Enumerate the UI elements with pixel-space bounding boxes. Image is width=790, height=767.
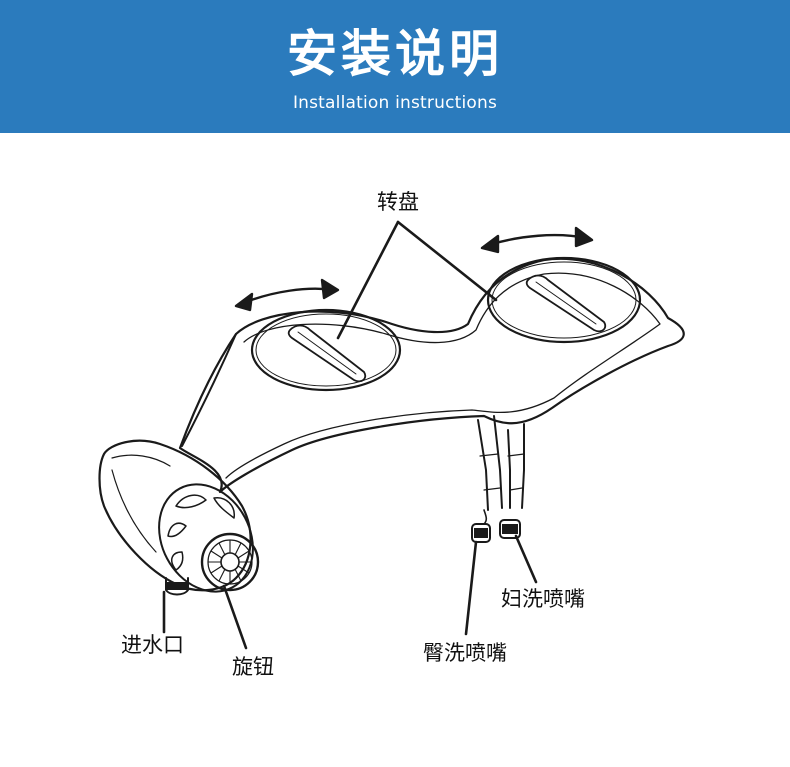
label-feminine-nozzle: 妇洗喷嘴 (501, 587, 585, 611)
dial-left (250, 308, 402, 392)
label-knob: 旋钮 (232, 655, 274, 679)
page-subtitle: Installation instructions (292, 93, 498, 113)
page-title: 安装说明 (287, 25, 503, 83)
nozzle-posterior (471, 415, 503, 543)
bidet-body-outline (178, 257, 685, 494)
dial-right (486, 256, 642, 344)
label-dial: 转盘 (377, 190, 419, 214)
label-posterior-nozzle: 臀洗喷嘴 (423, 641, 507, 665)
bidet-side-line (181, 333, 237, 447)
knob-housing (98, 439, 260, 596)
rotate-arrow-icon (234, 278, 340, 312)
rotate-arrow-icon (480, 226, 594, 254)
nozzle-feminine (499, 423, 525, 539)
label-water-inlet: 进水口 (121, 633, 184, 657)
header-banner: 安装说明 Installation instructions (0, 0, 790, 133)
bidet-body-inner-line (225, 272, 661, 479)
leader-lines (162, 220, 538, 650)
